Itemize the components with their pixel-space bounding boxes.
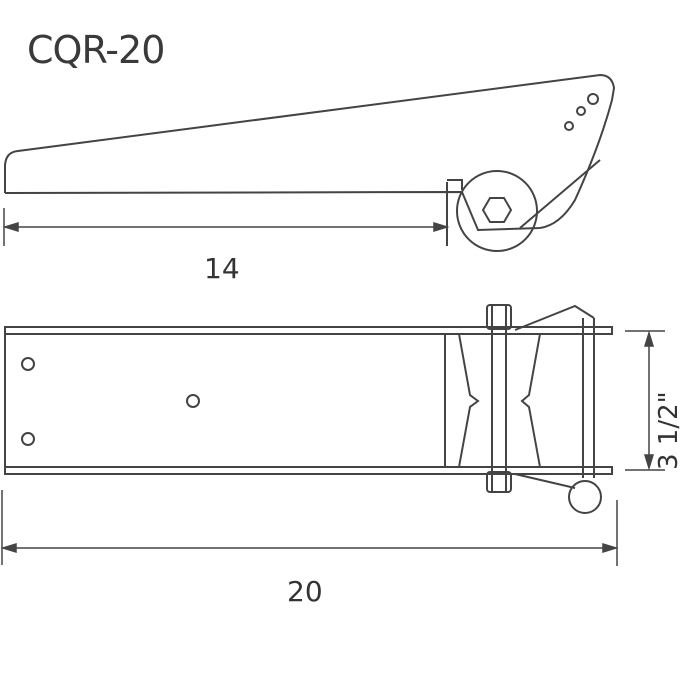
dimension-label-14: 14	[204, 252, 240, 285]
hole-icon	[587, 93, 599, 105]
hex-nut-icon	[481, 197, 513, 223]
model-title: CQR-20	[27, 28, 165, 72]
pin-ring	[568, 480, 602, 514]
dimension-20	[0, 490, 619, 566]
dimension-width	[625, 330, 665, 471]
dimension-14	[2, 208, 450, 246]
dimension-label-width: 3 1/2"	[654, 391, 684, 470]
top-view	[4, 304, 613, 514]
side-view	[4, 73, 616, 252]
dimension-label-20: 20	[287, 575, 323, 608]
roller-wheel	[456, 170, 538, 252]
